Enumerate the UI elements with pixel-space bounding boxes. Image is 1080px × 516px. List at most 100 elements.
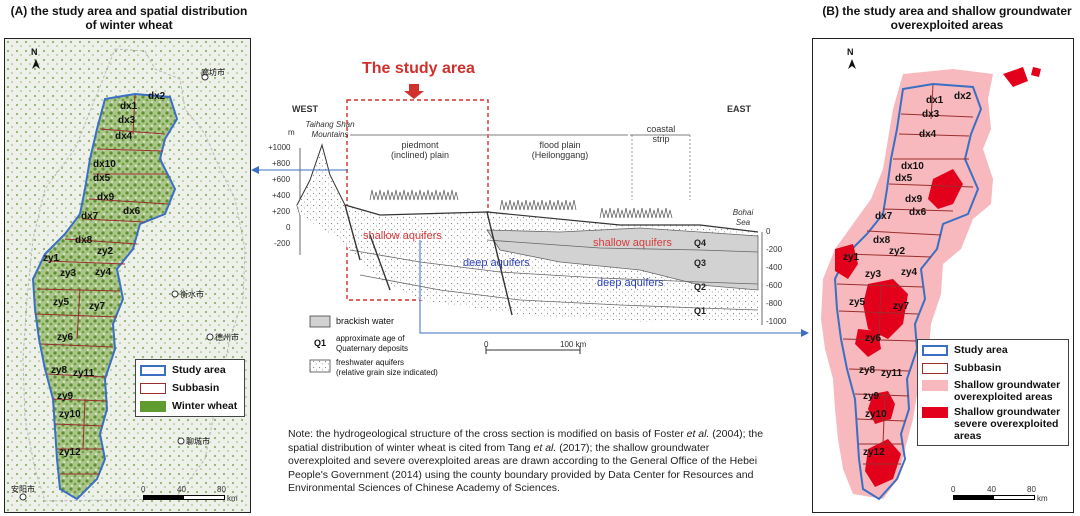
city-label: 德州市 (215, 333, 239, 342)
left-axis-tick: +1000 (268, 143, 291, 152)
subbasin-label: zy6 (57, 332, 74, 343)
city-label: 衡水市 (180, 290, 204, 299)
xs-scale-tick: 100 km (560, 340, 587, 349)
right-axis-tick: -400 (766, 263, 783, 272)
subbasin-label: zy7 (893, 301, 910, 312)
subbasin-label: dx6 (123, 206, 141, 217)
legend-line: severe overexploited areas (954, 418, 1059, 442)
legend-row: Study area (922, 342, 1064, 358)
flood-plain-label: flood plain (Heilonggang) (520, 140, 600, 160)
note-line: Note: the hydrogeological structure of t… (288, 428, 788, 442)
subbasin-label: dx10 (93, 159, 116, 170)
right-axis-tick: -200 (766, 245, 783, 254)
piedmont-label: piedmont (inclined) plain (380, 140, 460, 160)
legend-row: Winter wheat (140, 398, 240, 414)
fresh-line: freshwater aquifers (336, 358, 405, 367)
bohai-line: Bohai (732, 208, 754, 217)
deep-aquifers-label: deep aquifers (597, 277, 664, 289)
east-label: EAST (727, 104, 752, 114)
subbasin-label: dx8 (873, 235, 891, 246)
coastal-line: strip (652, 134, 670, 144)
q-label: Q4 (694, 238, 707, 248)
subbasin-label: dx5 (895, 173, 913, 184)
west-label: WEST (292, 104, 318, 114)
scale-tick: 80 (1027, 485, 1036, 494)
subbasin-label: dx10 (901, 161, 924, 172)
panel-b-map: N dx1 dx2 dx3 dx4 dx10 dx5 dx9 dx6 dx7 d… (812, 38, 1074, 513)
study-area-box (346, 99, 489, 301)
subbasin-label: zy7 (89, 301, 106, 312)
note-text: Note: the hydrogeological structure of t… (288, 428, 687, 440)
subbasin-label: dx4 (919, 129, 937, 140)
left-axis-tick: -200 (274, 239, 291, 248)
right-axis-tick: -1000 (766, 317, 787, 326)
mountains-line: Taihang Shan (305, 120, 355, 129)
subbasin-label: dx9 (905, 194, 923, 205)
note-text: et al. (686, 428, 710, 440)
subbasin-label: dx7 (875, 211, 893, 222)
mountains-line: Mountains (311, 130, 349, 139)
subbasin-swatch (140, 382, 166, 394)
left-axis-tick: +200 (272, 207, 291, 216)
legend-label: Study area (172, 364, 226, 376)
subbasin-label: zy11 (881, 368, 903, 379)
subbasin-label: dx4 (115, 131, 133, 142)
study-area-title: The study area (362, 60, 475, 77)
panel-b-title-line1: (B) the study area and shallow groundwat… (822, 4, 1072, 18)
legend-line: overexploited areas (954, 391, 1053, 403)
brackish-legend-label: brackish water (336, 316, 395, 326)
flood-line: flood plain (539, 140, 581, 150)
figure-note: Note: the hydrogeological structure of t… (288, 428, 788, 496)
severe-overexploited-swatch (922, 407, 948, 418)
panel-a-legend: Study area Subbasin Winter wheat (135, 359, 245, 417)
subbasin-label: dx7 (81, 211, 99, 222)
subbasin-label: dx2 (954, 91, 972, 102)
panel-b-north-label: N (847, 47, 854, 57)
legend-row: Shallow groundwater overexploited areas (922, 379, 1064, 403)
fresh-legend-label: freshwater aquifers (relative grain size… (336, 358, 438, 378)
shallow-overexploited-swatch (922, 380, 948, 391)
note-line: spatial distribution of winter wheat is … (288, 442, 788, 456)
subbasin-label: zy8 (51, 365, 68, 376)
legend-row: Shallow groundwater severe overexploited… (922, 406, 1064, 442)
right-axis-tick: 0 (766, 227, 771, 236)
legend-line: Shallow groundwater (954, 406, 1061, 418)
subbasin-label: zy10 (865, 409, 887, 420)
subbasin-label: zy9 (57, 391, 74, 402)
study-area-arrow-icon (404, 84, 424, 99)
panel-a-title: (A) the study area and spatial distribut… (4, 4, 254, 32)
subbasin-label: zy6 (865, 333, 882, 344)
scale-tick: 80 (217, 485, 226, 494)
panel-b-title-line2: overexploited areas (890, 18, 1004, 32)
scale-tick: 0 (141, 485, 146, 494)
left-axis-tick: +800 (272, 159, 291, 168)
shallow-aquifers-label: shallow aquifers (363, 230, 442, 242)
subbasin-label: dx6 (909, 207, 927, 218)
bohai-line: Sea (735, 218, 751, 227)
note-line: Environmental Sciences of Chinese Academ… (288, 482, 560, 494)
legend-label: Winter wheat (172, 400, 238, 412)
legend-row: Subbasin (140, 380, 240, 396)
q1-line: Quaternary deposits (336, 344, 409, 353)
subbasin-label: dx2 (148, 91, 166, 102)
subbasin-label: dx9 (97, 192, 115, 203)
subbasin-swatch (922, 362, 948, 374)
subbasin-label: zy11 (73, 368, 95, 379)
scale-unit: km (1037, 494, 1048, 503)
xs-scale-tick: 0 (484, 340, 489, 349)
legend-label: Shallow groundwater overexploited areas (954, 379, 1060, 403)
subbasin-label: zy3 (865, 269, 882, 280)
city-label: 廊坊市 (201, 68, 225, 77)
subbasin-label: dx1 (926, 95, 944, 106)
q1-legend-code: Q1 (314, 338, 327, 348)
panel-b-legend: Study area Subbasin Shallow groundwater … (917, 339, 1069, 446)
subbasin-label: zy10 (59, 409, 81, 420)
left-axis-tick: +400 (272, 191, 291, 200)
right-axis-tick: -800 (766, 299, 783, 308)
panel-a-scale-bar (143, 495, 225, 505)
flood-line: (Heilonggang) (531, 150, 589, 160)
legend-label: Subbasin (172, 382, 220, 394)
deep-aquifers-label: deep aquifers (463, 257, 530, 269)
legend-row: Subbasin (922, 360, 1064, 376)
